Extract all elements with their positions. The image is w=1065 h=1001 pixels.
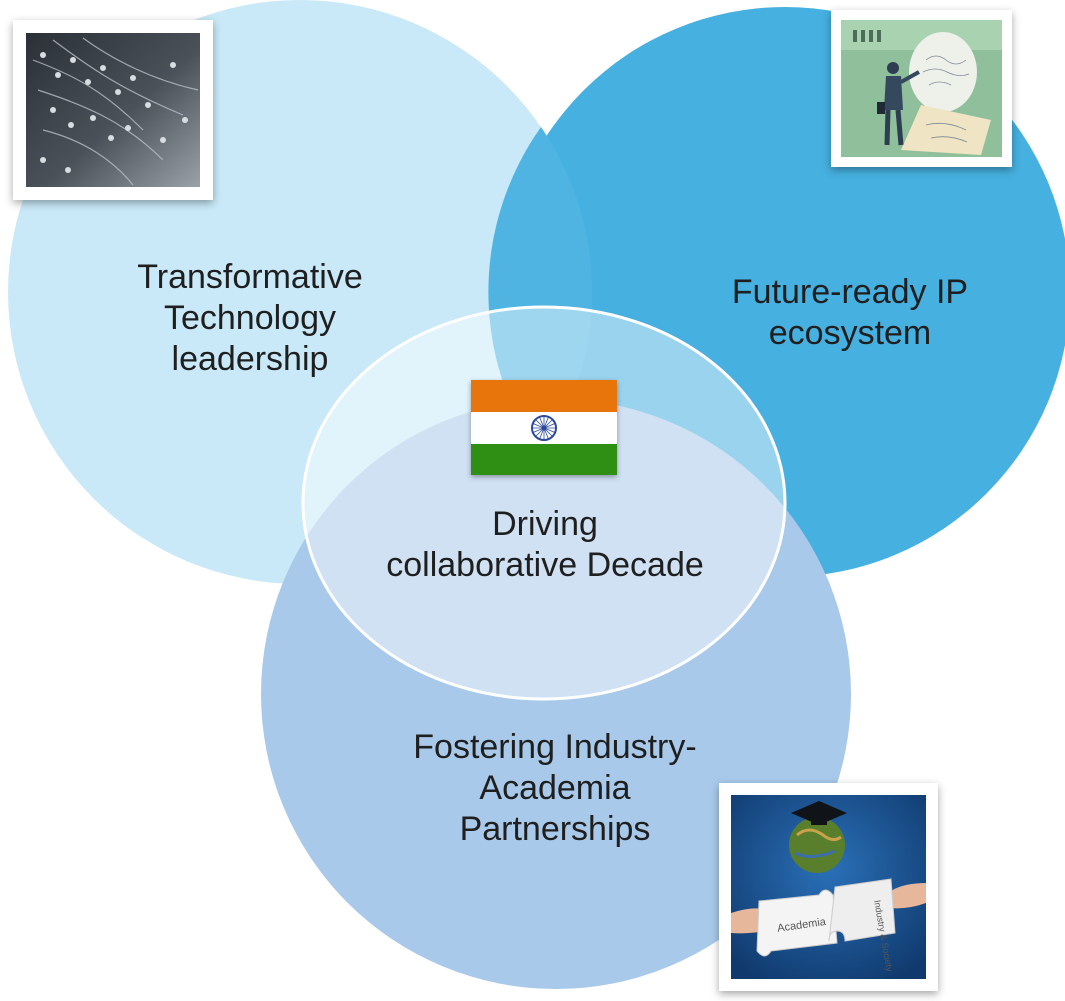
circuit-board-photo bbox=[13, 20, 213, 200]
ip-label-line2: ecosystem bbox=[768, 314, 932, 352]
technology-label-line3: leadership bbox=[171, 340, 329, 378]
ip-label: Future-ready IP ecosystem bbox=[690, 272, 1010, 354]
ip-idea-photo bbox=[831, 10, 1012, 167]
academia-puzzle-photo: Academia Industry & Society bbox=[719, 783, 938, 991]
industry-label: Fostering Industry- Academia Partnership… bbox=[380, 727, 730, 850]
center-label-line1: Driving bbox=[492, 505, 598, 543]
technology-label-line1: Transformative bbox=[137, 258, 363, 296]
industry-label-line2: Academia bbox=[479, 769, 631, 807]
industry-label-line3: Partnerships bbox=[459, 810, 651, 848]
overlap-tech-ip bbox=[488, 127, 593, 457]
industry-label-line1: Fostering Industry- bbox=[413, 728, 697, 766]
center-ellipse bbox=[301, 305, 787, 701]
center-label-line2: collaborative Decade bbox=[386, 546, 704, 584]
technology-label-line2: Technology bbox=[163, 299, 336, 337]
ip-label-line1: Future-ready IP bbox=[731, 273, 969, 311]
center-label: Driving collaborative Decade bbox=[380, 504, 710, 586]
india-flag-icon bbox=[471, 380, 617, 475]
technology-label: Transformative Technology leadership bbox=[95, 257, 405, 380]
circle-industry bbox=[261, 399, 851, 989]
